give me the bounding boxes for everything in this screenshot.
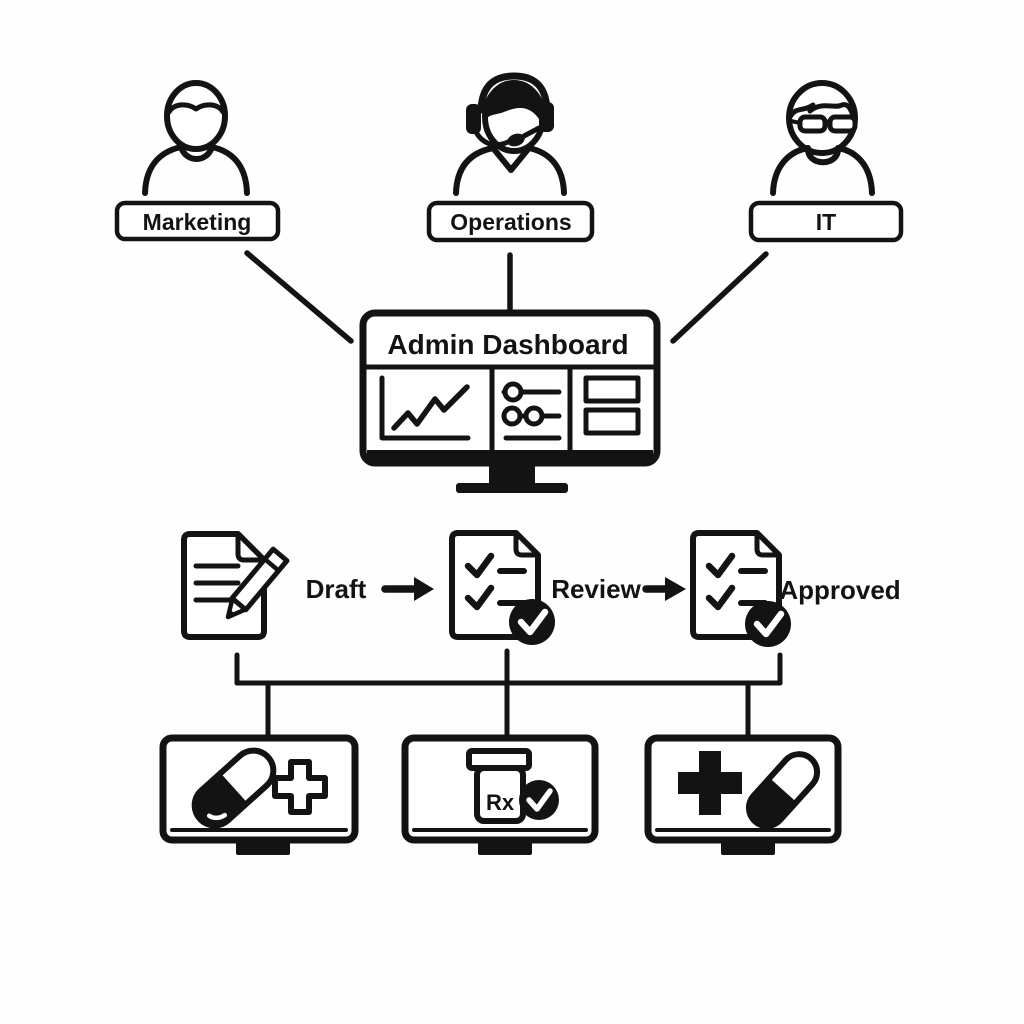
- label-box-marketing: [114, 200, 281, 242]
- persona-it: IT: [748, 80, 904, 243]
- checklist-check: [464, 584, 495, 611]
- headset-earcup-right: [539, 102, 554, 132]
- capsule-highlight: [206, 812, 228, 821]
- screen-capsule-cross: [159, 734, 359, 855]
- pharmacy-screens: Rx: [159, 734, 842, 855]
- chart-line: [391, 384, 470, 431]
- person-shoulders: [770, 145, 875, 196]
- capsule-filled-half: [193, 773, 248, 827]
- sliders-icon: [501, 381, 562, 441]
- medical-cross-outline-icon: [272, 759, 328, 815]
- monitor-stand: [721, 840, 775, 855]
- label-marketing: Marketing: [143, 209, 252, 235]
- stacked-list-icon: [583, 375, 641, 436]
- persona-operations: Operations: [426, 72, 595, 243]
- person-headset-icon: [453, 72, 567, 196]
- monitor-bottom-bezel: [367, 450, 653, 460]
- badge-check-mark: [526, 788, 553, 812]
- pencil-lead: [228, 609, 236, 617]
- headset-mic: [507, 133, 525, 147]
- screen-cross-capsule: [644, 734, 842, 855]
- label-box-operations: [426, 200, 595, 243]
- person-head: [164, 80, 228, 152]
- person-hair: [486, 85, 542, 124]
- line-chart-icon: [379, 375, 471, 441]
- checklist-check: [705, 584, 736, 611]
- persona-marketing: Marketing: [114, 80, 281, 242]
- glasses-lens-left: [797, 114, 828, 134]
- headset-band: [477, 72, 551, 114]
- label-it: IT: [816, 209, 836, 235]
- rx-bottle-icon: Rx: [466, 748, 532, 824]
- headset-earcup-left: [466, 104, 481, 134]
- workflow-screen-connectors: [234, 648, 783, 740]
- slider-knob-2a: [501, 405, 523, 427]
- arrow-head: [665, 577, 686, 601]
- headset-mic-arm: [521, 125, 542, 139]
- approval-badge: [745, 601, 791, 647]
- connector-it-dashboard: [670, 251, 769, 344]
- person-icon: [142, 80, 250, 196]
- pencil-band: [262, 556, 281, 573]
- monitor-stand: [236, 840, 290, 855]
- check-badge: [519, 780, 559, 820]
- workflow-row: Draft Review: [181, 530, 901, 647]
- top-connectors: [244, 250, 769, 344]
- person-shoulders: [453, 145, 567, 196]
- headset-mic-boom: [473, 129, 511, 148]
- slider-knob-2b: [523, 405, 545, 427]
- checklist-document-check-icon: [449, 530, 555, 645]
- label-box-it: [748, 200, 904, 243]
- document-fold-corner: [513, 530, 541, 558]
- person-hair: [166, 102, 226, 115]
- stage-label-draft: Draft: [306, 574, 367, 604]
- dashboard-title: Admin Dashboard: [387, 329, 628, 360]
- list-row-2: [583, 407, 641, 436]
- workflow-arrow-1: [381, 577, 434, 601]
- person-hair: [787, 102, 856, 120]
- slider-knob-1: [502, 381, 524, 403]
- person-glasses-icon: [770, 80, 875, 196]
- connector-marketing-dashboard: [244, 250, 354, 344]
- stage-label-approved: Approved: [779, 575, 900, 605]
- checklist-check: [464, 552, 495, 579]
- approval-badge: [509, 599, 555, 645]
- document-fold-corner: [754, 530, 782, 558]
- admin-dashboard-monitor: Admin Dashboard: [359, 309, 661, 493]
- capsule-filled-half: [747, 777, 797, 827]
- badge-check-mark: [753, 610, 785, 638]
- arrow-head: [414, 577, 434, 601]
- pencil-icon: [225, 546, 290, 620]
- person-shoulders: [142, 144, 250, 196]
- chart-axes: [379, 375, 471, 441]
- document-pencil-icon: [181, 531, 290, 640]
- checklist-document-check-icon: [690, 530, 791, 647]
- monitor-stand-base: [456, 483, 568, 493]
- stage-label-review: Review: [551, 574, 641, 604]
- capsule-pill-icon: [191, 747, 277, 829]
- document-fold-corner: [235, 531, 267, 563]
- list-row-1: [583, 375, 641, 404]
- glasses-lens-right: [827, 114, 858, 134]
- monitor-stand: [478, 840, 532, 855]
- workflow-arrow-2: [642, 577, 686, 601]
- medical-cross-filled-icon: [678, 751, 742, 815]
- label-operations: Operations: [450, 209, 571, 235]
- rx-label: Rx: [486, 790, 515, 815]
- badge-check-mark: [517, 608, 549, 636]
- screen-rx-bottle: Rx: [401, 734, 599, 855]
- monitor-stand-neck: [489, 462, 535, 484]
- checklist-check: [705, 552, 736, 579]
- glasses-icon: [789, 114, 858, 134]
- capsule-pill-icon: [745, 751, 821, 829]
- glasses-temple-left: [789, 119, 802, 125]
